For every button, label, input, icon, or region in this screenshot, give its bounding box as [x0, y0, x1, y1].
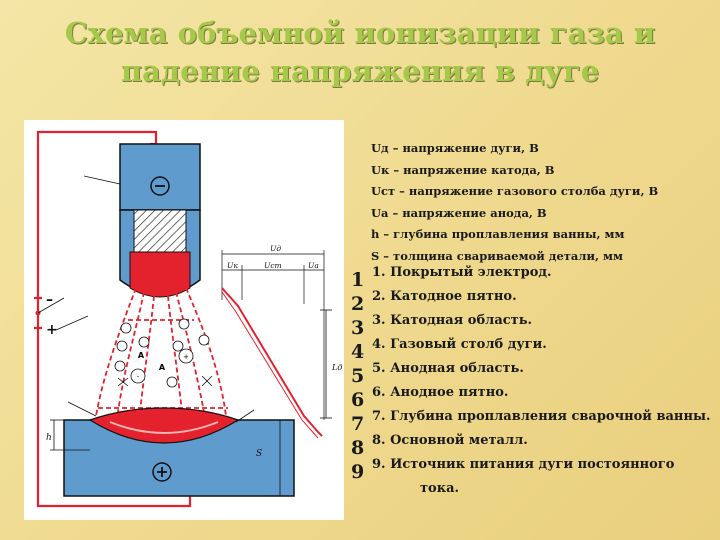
covered-electrode [83, 143, 201, 298]
list-item: 3. Катодная область. [372, 313, 533, 328]
electron-mark: - [137, 373, 140, 381]
item-number: 5 [351, 365, 365, 387]
legend-item: Uст – напряжение газового столба дуги, В [371, 184, 659, 199]
item-number: 3 [351, 317, 365, 339]
list-item: 2. Катодное пятно. [372, 289, 517, 304]
ion-label-1: A [138, 351, 145, 360]
legend-item: h – глубина проплавления ванны, мм [371, 227, 625, 242]
item-number: 8 [351, 437, 365, 459]
label-ua: Uа [308, 261, 319, 270]
anode-plus-icon [152, 462, 172, 482]
legend-item: Uк – напряжение катода, В [371, 162, 555, 177]
list-item: 9. Источник питания дуги постоянного [372, 457, 675, 472]
voltage-curve [221, 287, 323, 437]
legend-item: Uа – напряжение анода, В [371, 205, 547, 220]
component-list: 1. Покрытый электрод. 2. Катодное пятно.… [372, 261, 711, 501]
cathode-minus-icon [150, 176, 170, 196]
title-line-1: Схема объемной ионизации газа и [64, 16, 656, 50]
dimension-lines [50, 309, 332, 497]
positive-ion-mark: + [183, 353, 189, 361]
weld-pool [88, 407, 240, 444]
item-number: 6 [351, 389, 365, 411]
symbol-legend: Uд – напряжение дуги, В Uк – напряжение … [371, 138, 658, 268]
label-arc-length: Lд [331, 363, 342, 372]
legend-item: Uд – напряжение дуги, В [371, 141, 539, 155]
list-item: 7. Глубина проплавления сварочной ванны. [372, 409, 711, 424]
voltage-graph: Uд Uк Uст Uа [221, 244, 325, 439]
list-item: 5. Анодная область. [372, 361, 524, 376]
arc-diagram: – + [34, 130, 342, 508]
item-number: 1 [351, 269, 365, 291]
arc-column [95, 287, 228, 417]
item-number: 2 [351, 293, 365, 315]
source-minus-label: – [46, 292, 53, 308]
list-item: 1. Покрытый электрод. [372, 265, 552, 280]
item-number-column: 1 2 3 4 5 6 7 8 9 [351, 268, 364, 484]
label-s: S [256, 449, 262, 459]
ion-label-2: A [159, 363, 166, 372]
item-number: 7 [351, 413, 365, 435]
list-item: 8. Основной металл. [372, 433, 528, 448]
list-item-continuation: тока. [420, 481, 460, 496]
page-title: Схема объемной ионизации газа и падение … [0, 14, 720, 90]
list-item: 4. Газовый столб дуги. [372, 337, 547, 352]
legend-item: S – толщина свариваемой детали, мм [371, 248, 623, 263]
charged-particles: + - A A [114, 318, 213, 388]
label-h: h [46, 433, 52, 443]
label-ust: Uст [264, 261, 282, 270]
item-number: 9 [351, 461, 365, 483]
label-uk: Uк [227, 261, 238, 270]
item-number: 4 [351, 341, 365, 363]
title-line-2: падение напряжения в дуге [120, 54, 600, 88]
arc-diagram-panel: – + [24, 120, 344, 520]
source-plus-label: + [46, 322, 58, 338]
label-ud: Uд [270, 244, 281, 253]
list-item: 6. Анодное пятно. [372, 385, 509, 400]
base-metal [63, 401, 295, 497]
